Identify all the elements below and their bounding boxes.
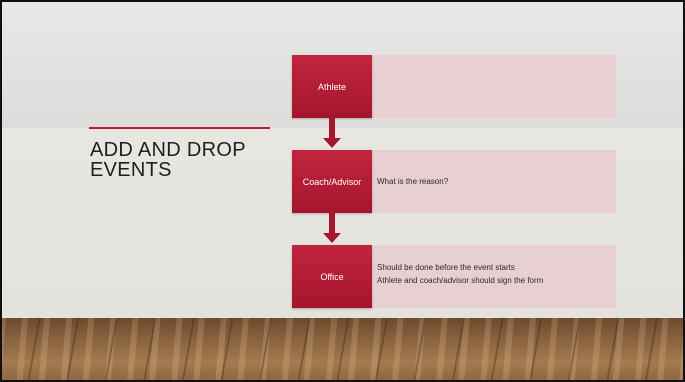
step-coach-box[interactable]: Coach/Advisor — [292, 150, 372, 213]
step-athlete-label: Athlete — [317, 81, 347, 92]
slide-title[interactable]: ADD AND DROP EVENTS — [90, 140, 280, 180]
step-coach-detail-1: What is the reason? — [377, 177, 449, 186]
wood-floor — [0, 318, 685, 382]
step-office-panel: Should be done before the event starts A… — [366, 245, 616, 308]
title-accent-rule — [89, 127, 270, 129]
step-coach-label: Coach/Advisor — [302, 176, 362, 187]
step-office-detail-2: Athlete and coach/advisor should sign th… — [377, 276, 544, 285]
step-coach-panel: What is the reason? — [366, 150, 616, 213]
step-athlete-box[interactable]: Athlete — [292, 55, 372, 118]
slide-title-line2: EVENTS — [90, 159, 172, 181]
step-office-detail-1: Should be done before the event starts — [377, 263, 515, 272]
arrow-shaft-2 — [329, 213, 335, 233]
step-athlete-panel — [366, 55, 616, 118]
step-office-box[interactable]: Office — [292, 245, 372, 308]
arrow-down-icon — [323, 138, 341, 148]
arrow-down-icon — [323, 233, 341, 243]
slide-title-line1: ADD AND DROP — [90, 139, 246, 161]
arrow-shaft-1 — [329, 118, 335, 138]
step-office-label: Office — [320, 271, 344, 282]
